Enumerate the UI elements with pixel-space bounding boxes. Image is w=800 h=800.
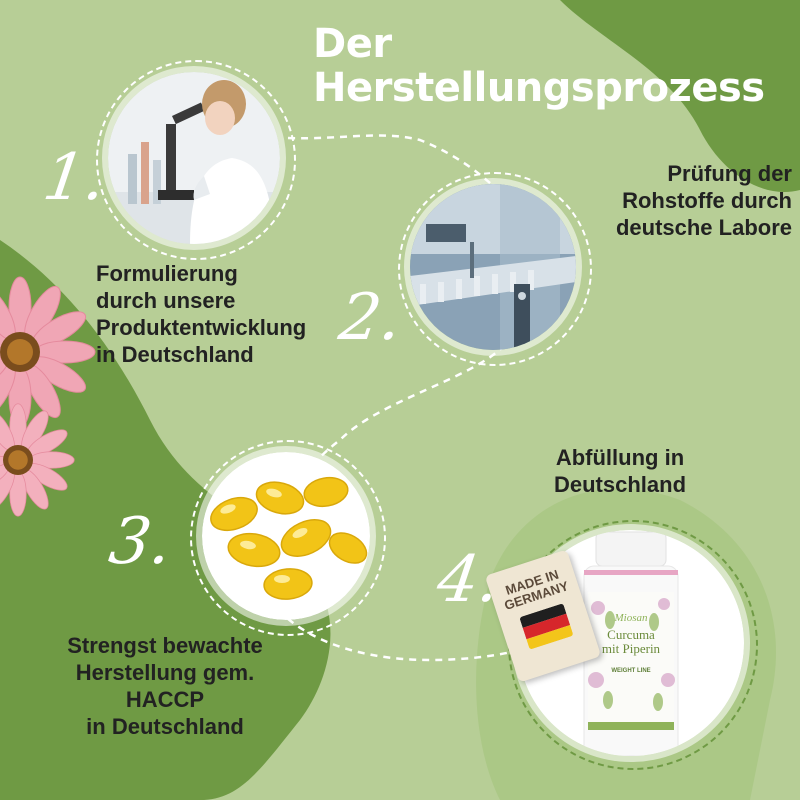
product-name-line-2: mit Piperin [601,641,661,656]
step-4-caption-line: Abfüllung in [555,445,685,470]
step-2-caption-line: deutsche Labore [615,215,792,240]
german-flag-icon [519,603,574,650]
bottle-label: Miosan Curcuma mit Piperin WEIGHT LINE [584,612,678,674]
step-1-caption: Formulierung durch unsere Produktentwick… [96,260,306,368]
step-1-caption-line: in Deutschland [96,342,254,367]
step-3-caption-line: in Deutschland [86,714,244,739]
step-3-caption: Strengst bewachte Herstellung gem. HACCP… [20,632,310,740]
step-1-ring [96,60,296,260]
step-2-number: 2. [334,281,407,355]
top-right-blob [560,0,800,192]
step-3-number: 3. [104,505,177,579]
flower-top [0,276,96,428]
title-line-1: Der [313,21,392,67]
softgel-capsules-image [202,452,370,620]
step-2-ring [398,172,592,366]
step-1-caption-line: durch unsere [96,288,236,313]
title-line-2: Herstellungsprozess [313,65,765,111]
product-line: WEIGHT LINE [611,668,651,674]
step-3-caption-line: Herstellung gem. [75,660,255,685]
step-1-caption-line: Produktentwicklung [96,315,307,340]
page-title: Der Herstellungsprozess [313,22,765,110]
step-2-caption-line: Prüfung der [667,161,792,186]
step-2-caption: Prüfung der Rohstoffe durch deutsche Lab… [616,160,792,241]
step-1-number: 1. [38,141,111,215]
step-1-caption-line: Formulierung [96,261,238,286]
step-3-caption-line: Strengst bewachte [67,633,263,658]
step-4-number: 4. [432,543,505,617]
step-3-caption-line: HACCP [125,687,205,712]
step-2-caption-line: Rohstoffe durch [622,188,792,213]
step-4-caption-line: Deutschland [553,472,687,497]
step-3-ring [190,440,386,636]
product-name-line-1: Curcuma [607,627,655,642]
scientist-microscope-image [108,72,280,244]
factory-line-image [410,184,576,350]
brand-name: Miosan [614,612,648,624]
step-4-caption: Abfüllung in Deutschland [520,444,720,498]
flower-bottom [0,403,75,517]
